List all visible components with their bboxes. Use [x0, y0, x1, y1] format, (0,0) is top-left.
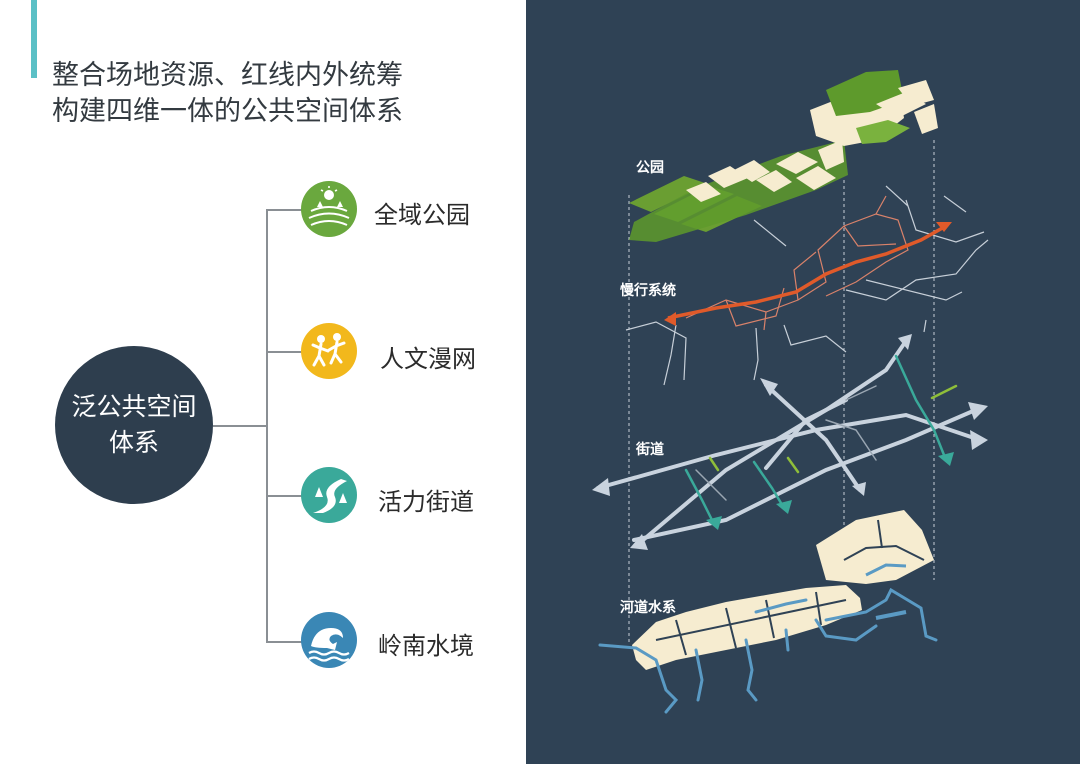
branch-label-culture: 人文漫网	[380, 345, 476, 373]
branch-label-park: 全域公园	[374, 201, 470, 229]
layered-map-panel: 公园	[526, 0, 1080, 764]
layer-guide-lines	[628, 140, 935, 645]
wave-icon	[301, 612, 357, 668]
park-layer	[629, 70, 938, 242]
branch-connector-4	[266, 641, 302, 643]
root-label-line-1: 泛公共空间	[71, 392, 197, 421]
title-line-1: 整合场地资源、红线内外统筹	[52, 60, 403, 91]
branch-label-water: 岭南水境	[378, 632, 474, 660]
branch-connector-3	[266, 495, 302, 497]
slow-traffic-layer	[625, 185, 989, 386]
people-walking-icon	[301, 323, 357, 379]
layer-label-street: 街道	[635, 441, 664, 458]
tree-trunk	[266, 209, 268, 642]
street-layer	[592, 334, 988, 550]
root-node: 泛公共空间 体系	[55, 346, 213, 504]
branch-label-street: 活力街道	[378, 488, 474, 516]
title-line-2: 构建四维一体的公共空间体系	[52, 96, 403, 127]
root-connector	[213, 425, 267, 427]
layered-map-svg: 公园	[592, 70, 989, 714]
water-layer	[598, 510, 938, 714]
park-icon	[301, 181, 357, 237]
public-space-tree: 泛公共空间 体系 全域公园 人文漫网	[0, 0, 520, 764]
page-title: 整合场地资源、红线内外统筹 构建四维一体的公共空间体系	[52, 58, 403, 130]
branch-connector-1	[266, 209, 302, 211]
branch-connector-2	[266, 351, 302, 353]
root-label-line-2: 体系	[108, 428, 159, 457]
layer-label-water: 河道水系	[620, 599, 676, 616]
title-accent-bar	[31, 0, 37, 78]
layer-label-park: 公园	[636, 160, 664, 176]
layer-label-slow: 慢行系统	[620, 282, 676, 299]
road-icon	[301, 467, 357, 523]
